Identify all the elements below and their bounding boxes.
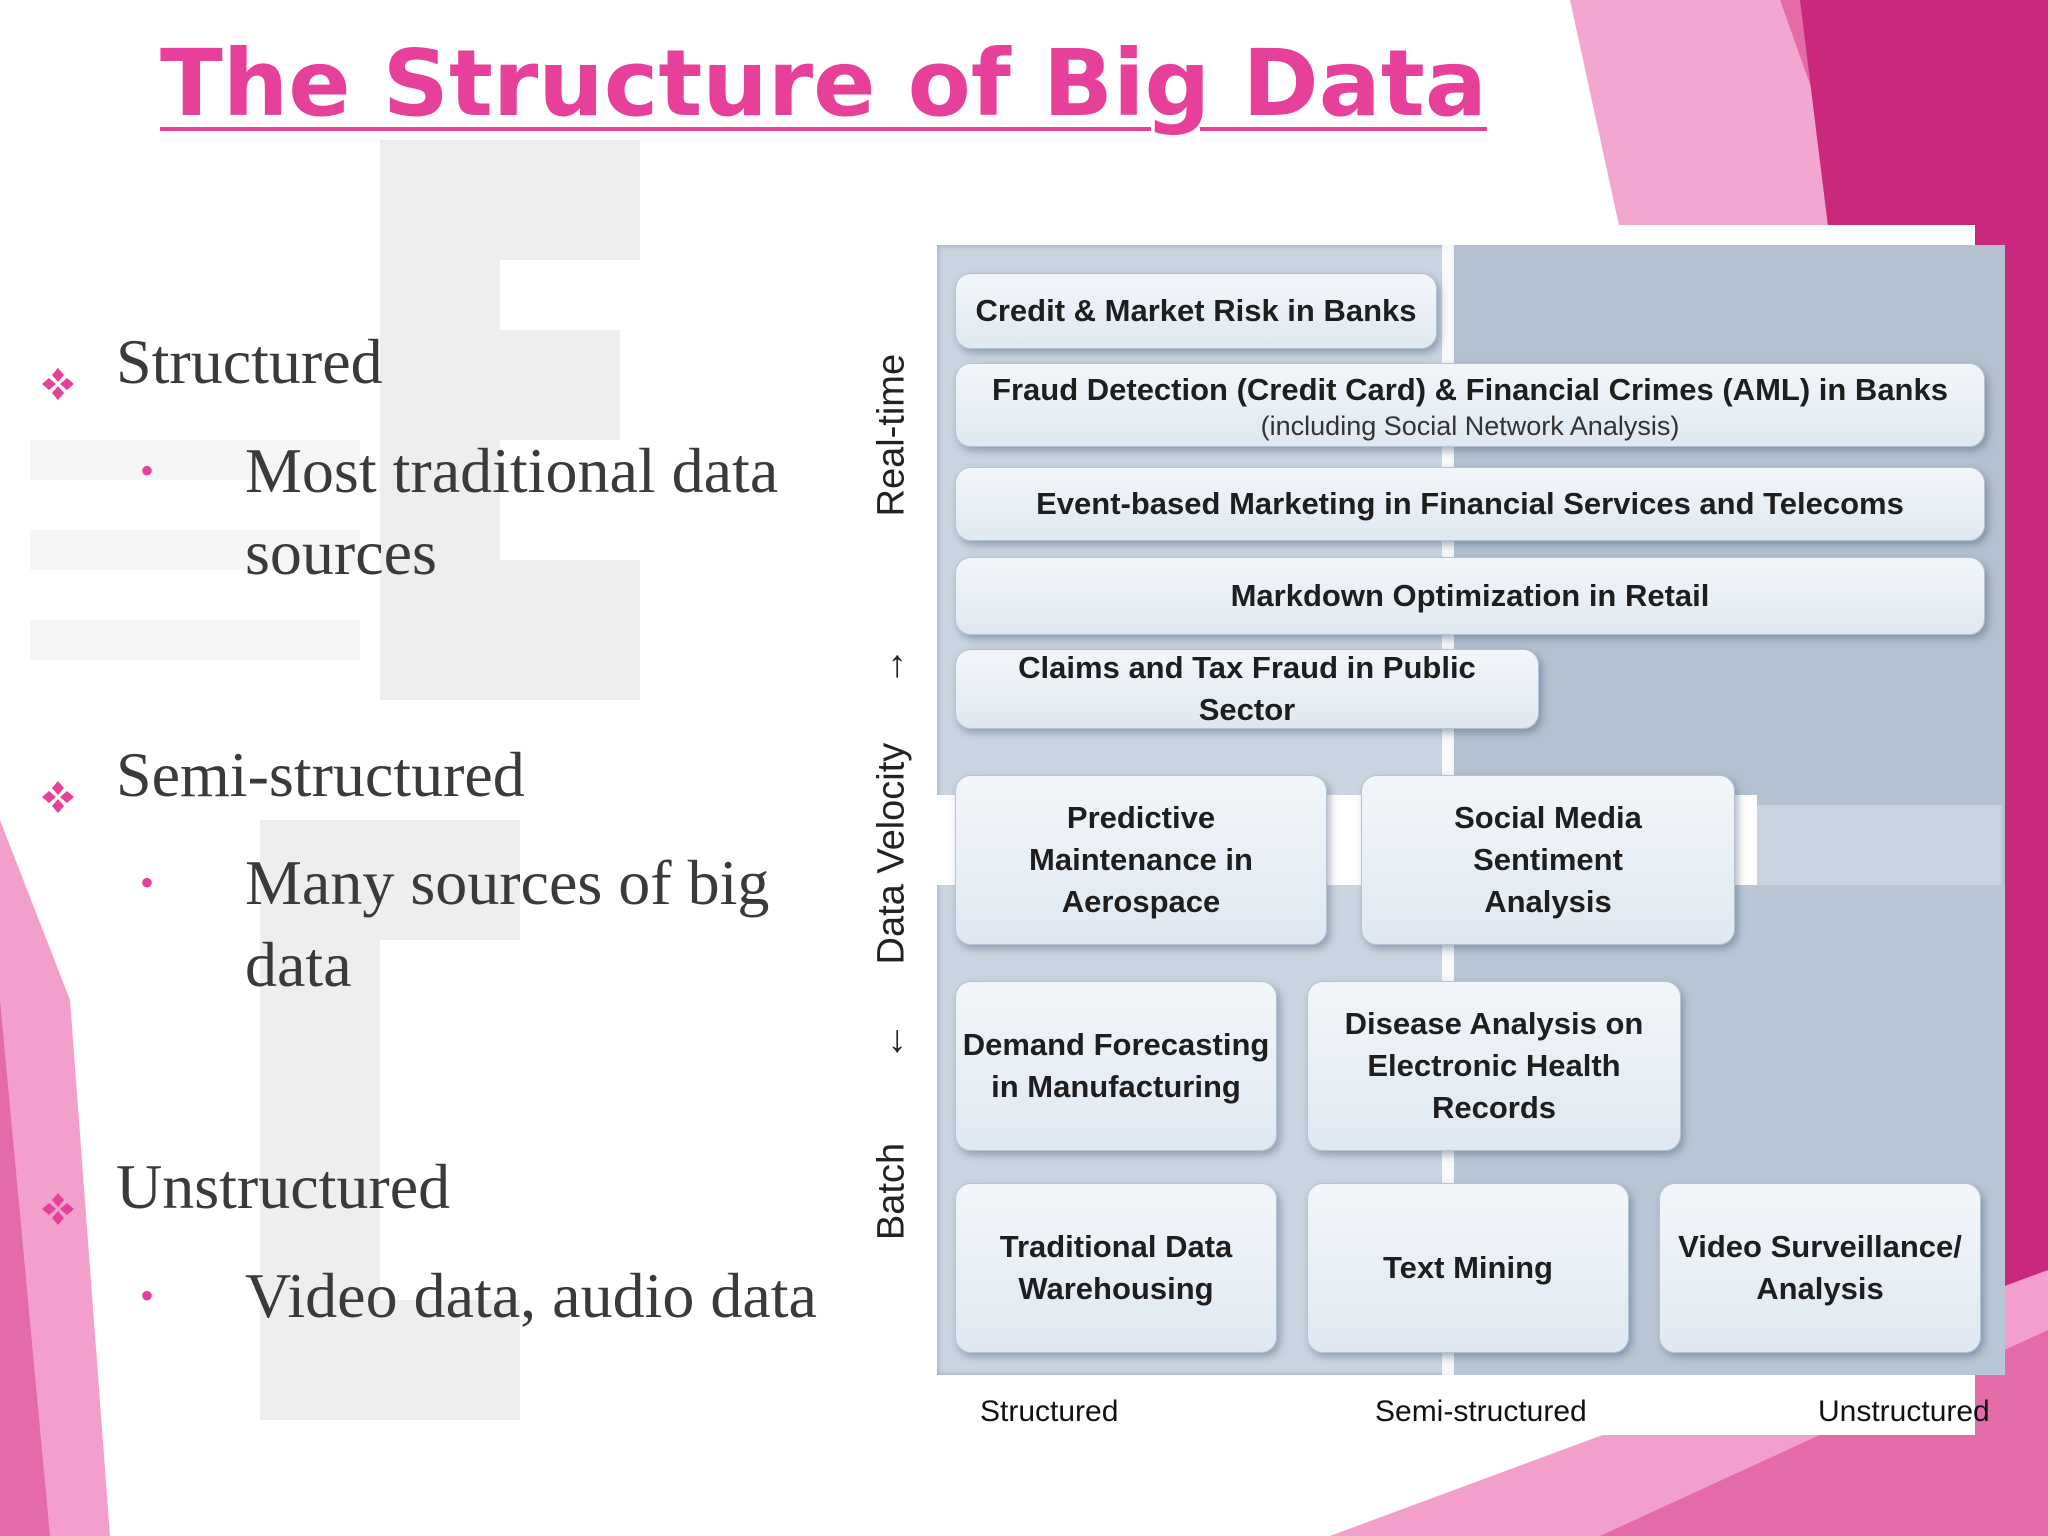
tile-markdown-optimization: Markdown Optimization in Retail (955, 557, 1985, 635)
tile-predictive-maintenance: Predictive Maintenance in Aerospace (955, 775, 1327, 945)
bullet-semi-structured: Semi-structured (40, 738, 525, 813)
word-cloud-watermark (30, 140, 640, 1420)
bullet-detail: Video data, audio data (245, 1260, 817, 1331)
sub-bullet-unstructured: • Video data, audio data (140, 1255, 885, 1337)
bullet-heading: Structured (116, 326, 383, 397)
up-arrow-icon: → (870, 647, 913, 686)
dot-bullet-icon: • (140, 860, 155, 905)
dot-bullet-icon: • (140, 448, 155, 493)
bullet-detail: Most traditional data sources (245, 435, 779, 588)
tile-event-marketing: Event-based Marketing in Financial Servi… (955, 467, 1985, 541)
bullet-structured: Structured (40, 325, 383, 400)
tile-disease-analysis: Disease Analysis on Electronic Health Re… (1307, 981, 1681, 1151)
diamond-bullet-icon (40, 1169, 76, 1225)
y-axis-batch-label: Batch (870, 1142, 913, 1241)
big-data-structure-diagram: Real-time → Data Velocity ← Batch Credit… (855, 225, 2005, 1435)
sub-bullet-semi-structured: • Many sources of big data (140, 842, 885, 1006)
tile-claims-fraud: Claims and Tax Fraud in Public Sector (955, 649, 1539, 729)
dot-bullet-icon: • (140, 1273, 155, 1318)
y-axis-real-time-label: Real-time (870, 353, 913, 517)
sub-bullet-structured: • Most traditional data sources (140, 430, 885, 594)
y-axis-velocity-label: Data Velocity (870, 742, 913, 965)
bullet-unstructured: Unstructured (40, 1150, 451, 1225)
diamond-bullet-icon (40, 344, 76, 400)
tile-fraud-detection-subtitle: (including Social Network Analysis) (1260, 411, 1680, 441)
x-axis-structured-label: Structured (980, 1395, 1119, 1428)
tile-text-mining: Text Mining (1307, 1183, 1629, 1353)
diamond-bullet-icon (40, 757, 76, 813)
bullet-heading: Semi-structured (116, 739, 525, 810)
bullet-detail: Many sources of big data (245, 847, 770, 1000)
tile-video-surveillance: Video Surveillance/ Analysis (1659, 1183, 1981, 1353)
tile-fraud-detection: Fraud Detection (Credit Card) & Financia… (955, 363, 1985, 447)
tile-credit-risk: Credit & Market Risk in Banks (955, 273, 1437, 349)
slide-title: The Structure of Big Data (160, 30, 1487, 137)
x-axis-semi-structured-label: Semi-structured (1375, 1395, 1587, 1428)
down-arrow-icon: ← (870, 1022, 913, 1061)
bullet-heading: Unstructured (116, 1151, 451, 1222)
x-axis-unstructured-label: Unstructured (1818, 1395, 1990, 1428)
tile-demand-forecasting: Demand Forecasting in Manufacturing (955, 981, 1277, 1151)
tile-social-media: Social Media Sentiment Analysis (1361, 775, 1735, 945)
diagram-panel: Credit & Market Risk in Banks Fraud Dete… (937, 245, 2005, 1375)
tile-traditional-dw: Traditional Data Warehousing (955, 1183, 1277, 1353)
